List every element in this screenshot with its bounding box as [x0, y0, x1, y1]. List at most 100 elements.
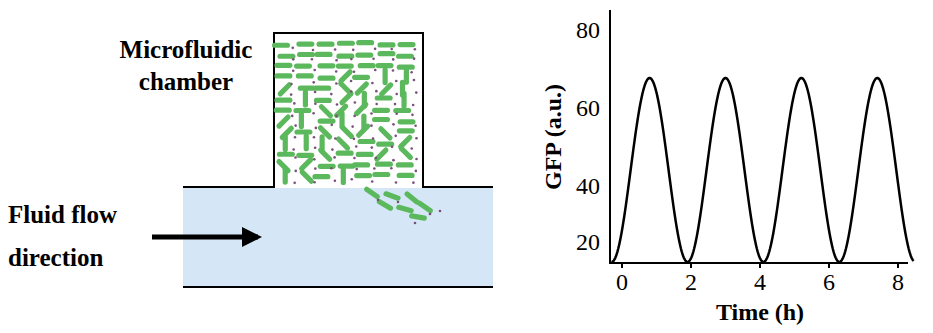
signal-molecule [395, 80, 398, 83]
signal-molecule [291, 47, 294, 50]
signal-molecule [370, 112, 373, 115]
signal-molecule [414, 222, 417, 225]
bacterium [375, 95, 393, 100]
signal-molecule [294, 136, 297, 139]
signal-molecule [412, 181, 415, 184]
signal-molecule [377, 199, 380, 202]
bacterium [341, 167, 346, 185]
bacterium [373, 146, 389, 162]
signal-molecule [439, 210, 442, 213]
signal-molecule [372, 137, 375, 140]
signal-molecule [392, 123, 395, 126]
signal-molecule [415, 170, 418, 173]
signal-molecule [313, 69, 316, 72]
bacterium [378, 81, 394, 97]
signal-molecule [353, 70, 356, 73]
bacterium [339, 124, 355, 140]
signal-molecule [394, 135, 397, 138]
bacterium [352, 162, 370, 167]
signal-molecule [292, 148, 295, 151]
bacterium [277, 54, 295, 59]
bacterium [303, 90, 308, 108]
x-tick-label: 4 [740, 268, 780, 296]
bacterium [313, 86, 331, 91]
bacterium [416, 200, 434, 215]
signal-molecule [392, 69, 395, 72]
signal-molecule [293, 182, 296, 185]
signal-molecule [290, 93, 293, 96]
bacterium [356, 152, 374, 157]
bacterium [317, 42, 335, 47]
bacterium [383, 190, 402, 201]
bacterium [274, 73, 292, 78]
bacterium [318, 76, 336, 81]
signal-molecule [429, 213, 432, 216]
signal-molecule [390, 48, 393, 51]
signal-molecule [353, 157, 356, 160]
bacterium [398, 145, 414, 161]
bacterium [358, 63, 376, 68]
signal-molecule [335, 82, 338, 85]
signal-molecule [350, 178, 353, 181]
y-tick-label: 20 [540, 228, 600, 256]
bacterium [353, 101, 369, 117]
signal-molecule [355, 168, 358, 171]
bacterium [296, 41, 314, 46]
signal-molecule [394, 103, 397, 106]
bacterium [296, 73, 314, 78]
bacterium [298, 156, 314, 172]
bacterium [312, 174, 330, 179]
signal-molecule [370, 146, 373, 149]
x-tick-label: 0 [602, 268, 642, 296]
bacterium [274, 98, 292, 103]
signal-molecule [415, 137, 418, 140]
bacterium [337, 41, 355, 46]
signal-molecule [293, 102, 296, 105]
signal-molecule [410, 147, 413, 150]
signal-molecule [314, 91, 317, 94]
signal-molecule [314, 102, 317, 105]
x-tick [690, 263, 692, 268]
signal-molecule [334, 48, 337, 51]
bacterium [383, 67, 388, 85]
bacterium [283, 134, 288, 152]
bacterium [355, 52, 373, 57]
signal-molecule [313, 181, 316, 184]
axis-ticks [622, 263, 898, 268]
gfp-curve [611, 78, 913, 262]
bacterium [297, 52, 315, 57]
bacterium [317, 146, 333, 162]
y-axis-title: GFP (a.u.) [539, 62, 567, 212]
bacterium [398, 119, 416, 124]
signal-molecule [373, 167, 376, 170]
x-tick-label: 2 [671, 268, 711, 296]
signal-molecule [374, 69, 377, 72]
chamber-interior [274, 33, 423, 188]
bacterium [409, 213, 428, 221]
signal-molecule [314, 167, 317, 170]
signal-molecule [350, 58, 353, 61]
signal-molecule [313, 158, 316, 161]
x-tick [828, 263, 830, 268]
signal-molecule [413, 79, 416, 82]
bacterium [277, 81, 293, 97]
bacterium [356, 40, 374, 45]
signal-molecule [397, 201, 400, 204]
bacterium [375, 162, 393, 167]
signal-molecule [313, 136, 316, 139]
signal-molecule [395, 181, 398, 184]
bacterium [336, 151, 354, 156]
signal-molecule [350, 90, 353, 93]
signal-molecule [372, 57, 375, 60]
signal-molecule [412, 104, 415, 107]
bacterium [274, 108, 292, 113]
signal-molecule [410, 71, 413, 74]
bacterium [397, 173, 415, 178]
bacterium [336, 63, 354, 68]
signal-molecule [330, 124, 333, 127]
bacterium [377, 51, 395, 56]
flow-arrow [152, 235, 258, 240]
bacterium [299, 111, 304, 129]
signal-molecule [374, 48, 377, 51]
